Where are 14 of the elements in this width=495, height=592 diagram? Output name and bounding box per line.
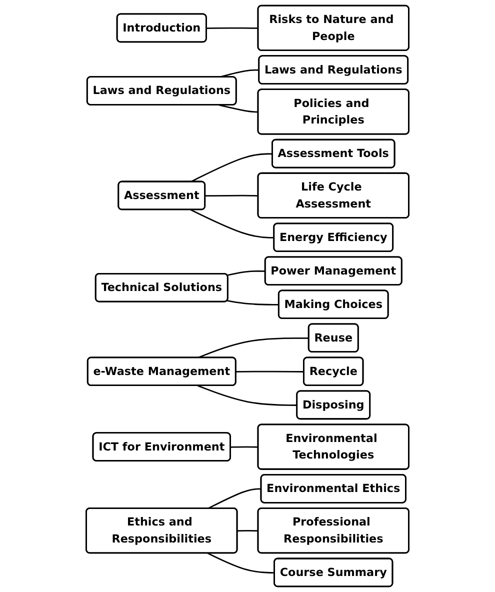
connector	[207, 552, 275, 574]
connector	[190, 209, 274, 238]
connector	[227, 300, 280, 306]
connector	[236, 370, 304, 372]
connector	[227, 270, 266, 276]
connector	[190, 153, 273, 182]
connector	[237, 530, 258, 532]
connector	[198, 385, 298, 406]
connector	[206, 27, 258, 29]
connector	[207, 488, 262, 510]
connector	[219, 104, 258, 113]
connector	[205, 194, 258, 197]
connector	[198, 337, 309, 358]
connector	[230, 446, 258, 448]
